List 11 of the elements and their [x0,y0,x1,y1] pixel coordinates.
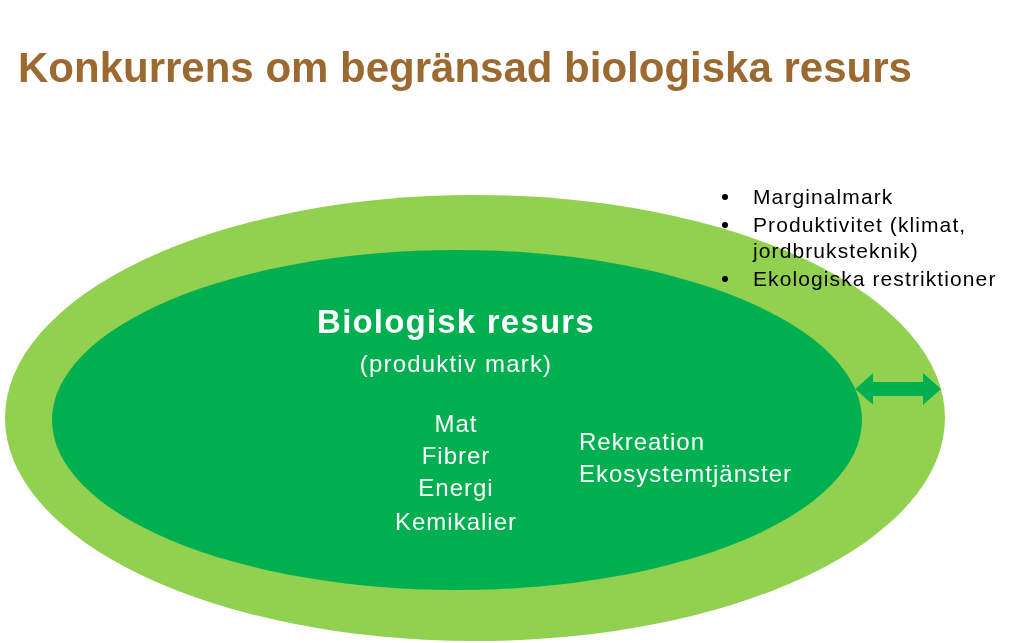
item-label: Mat [434,410,478,438]
item-label: Fibrer [421,442,491,470]
item-label: Energi [418,474,494,502]
item-label: Ekosystemtjänster [579,460,793,488]
double-arrow [855,373,941,405]
ellipse-subheading: (produktiv mark) [359,350,553,378]
list-item-text: Marginalmark [753,184,895,210]
item-label: Rekreation [579,428,706,456]
item-label: Kemikalier [395,508,517,536]
ellipse-heading: Biologisk resurs [317,303,595,341]
title: Konkurrens om begränsad biologiska resurs [18,44,912,93]
